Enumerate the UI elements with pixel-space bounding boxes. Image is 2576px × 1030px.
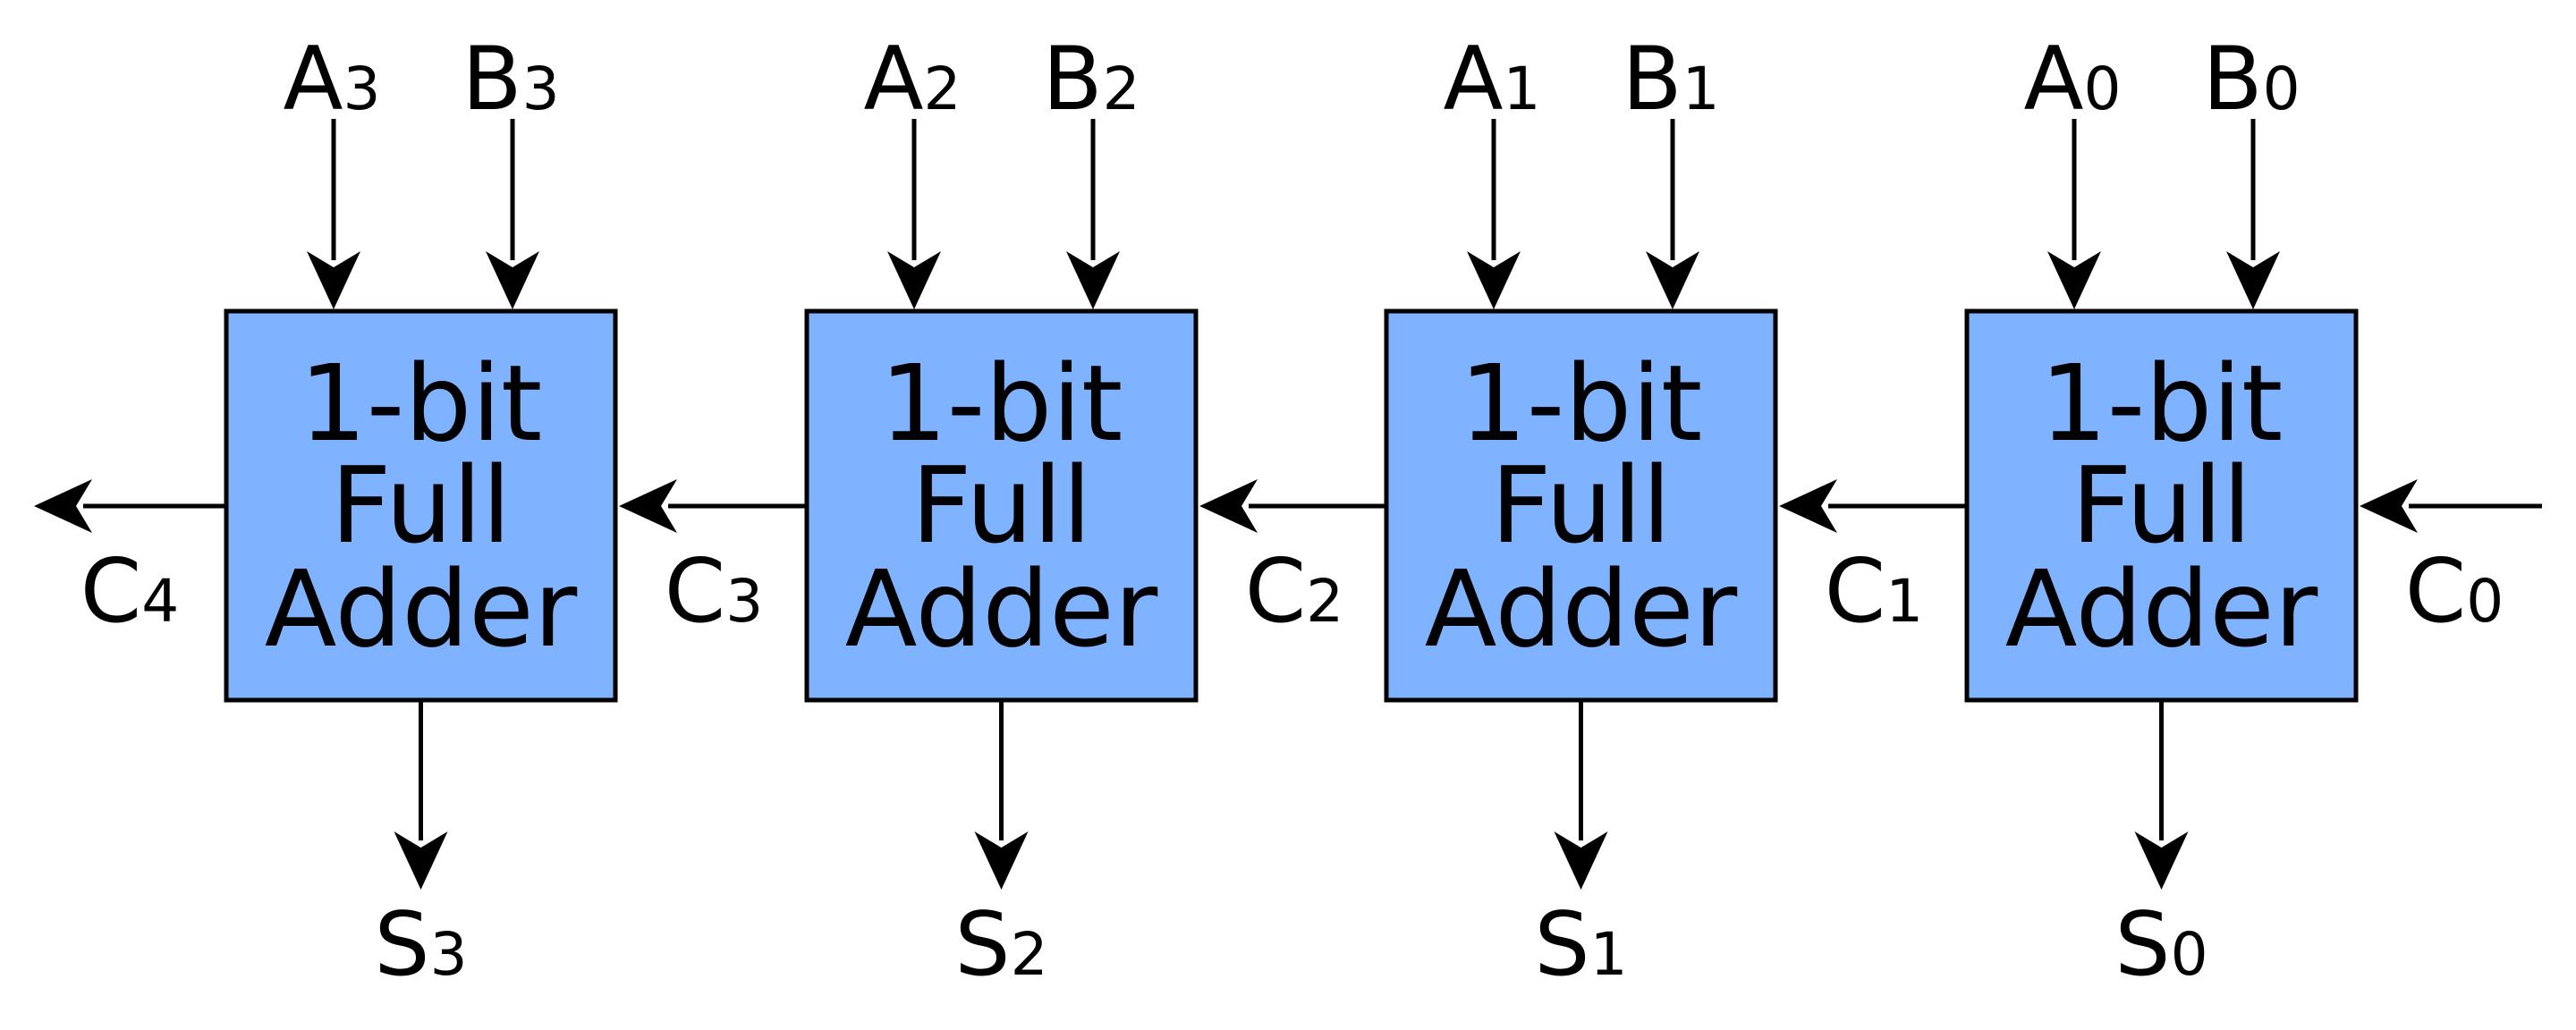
carry-c4-arrowhead (34, 479, 92, 533)
block-label-line: Adder (845, 547, 1158, 671)
wires (34, 119, 2542, 890)
block-label-line: 1-bit (2040, 342, 2284, 465)
block-label-line: 1-bit (300, 342, 543, 465)
carry-c0-arrowhead (2360, 479, 2418, 533)
label-b2: B2 (1042, 29, 1140, 131)
label-s3: S3 (374, 894, 467, 996)
label-b3: B3 (462, 29, 559, 131)
input-a1-arrowhead (1467, 251, 1521, 309)
block-label-line: Full (331, 443, 512, 567)
label-a2: A2 (863, 29, 961, 131)
label-c3: C3 (665, 541, 763, 643)
input-a0-arrowhead (2047, 251, 2101, 309)
label-s1: S1 (1534, 894, 1627, 996)
full-adder-box (1384, 308, 1778, 703)
carry-c3-arrowhead (619, 479, 677, 533)
full-adder-box (804, 308, 1199, 703)
input-a2-arrowhead (887, 251, 941, 309)
label-c4: C4 (80, 541, 179, 643)
label-a0: A0 (2023, 29, 2121, 131)
block-label-line: Adder (2005, 547, 2318, 671)
block-label-line: Adder (1425, 547, 1738, 671)
output-s1-arrowhead (1554, 832, 1608, 890)
block-label-line: Adder (265, 547, 578, 671)
label-b1: B1 (1622, 29, 1719, 131)
full-adder-box (1964, 308, 2359, 703)
label-a1: A1 (1443, 29, 1540, 131)
input-b0-arrowhead (2226, 251, 2280, 309)
full-adder-box (224, 308, 618, 703)
label-c1: C1 (1825, 541, 1923, 643)
label-s0: S0 (2114, 894, 2207, 996)
input-b3-arrowhead (486, 251, 539, 309)
input-b1-arrowhead (1646, 251, 1699, 309)
label-b0: B0 (2202, 29, 2300, 131)
block-label-line: 1-bit (880, 342, 1123, 465)
adder-blocks: 1-bitFullAdder1-bitFullAdder1-bitFullAdd… (224, 308, 2359, 703)
label-c0: C0 (2405, 541, 2504, 643)
block-label-line: 1-bit (1460, 342, 1703, 465)
input-a3-arrowhead (307, 251, 360, 309)
input-b2-arrowhead (1066, 251, 1120, 309)
block-label-line: Full (2072, 443, 2252, 567)
label-s2: S2 (954, 894, 1047, 996)
carry-c1-arrowhead (1779, 479, 1837, 533)
output-s3-arrowhead (394, 832, 448, 890)
carry-c2-arrowhead (1199, 479, 1258, 533)
output-s2-arrowhead (974, 832, 1029, 890)
output-s0-arrowhead (2134, 832, 2189, 890)
block-label-line: Full (911, 443, 1092, 567)
block-label-line: Full (1491, 443, 1672, 567)
label-a3: A3 (283, 29, 380, 131)
label-c2: C2 (1245, 541, 1343, 643)
